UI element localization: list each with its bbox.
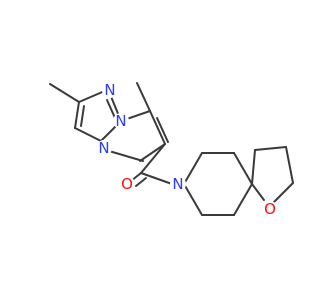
atom-n-pyrimidine: N xyxy=(96,139,112,157)
atom-n-amide: N xyxy=(170,175,186,193)
piperidine-ring xyxy=(183,152,253,216)
bond xyxy=(156,117,169,143)
tetrahydrofuran-ring xyxy=(251,146,294,206)
bond xyxy=(270,182,294,206)
bond xyxy=(285,146,294,184)
atom-label-n: N xyxy=(104,81,115,99)
atom-label-o: O xyxy=(121,175,133,193)
atom-label-n: N xyxy=(98,139,109,157)
bond xyxy=(149,110,166,145)
amide-bond xyxy=(140,172,173,185)
bond xyxy=(254,146,287,151)
bond xyxy=(108,150,144,162)
atom-n-bridge: N xyxy=(113,112,129,130)
bond xyxy=(74,127,102,142)
bond xyxy=(139,143,166,162)
atom-label-n: N xyxy=(172,175,183,193)
atom-label-n: N xyxy=(115,112,126,130)
atom-o-ring: O xyxy=(262,200,278,218)
bond xyxy=(106,99,116,119)
atom-n-pyrazole: N xyxy=(102,81,118,99)
atom-label-o: O xyxy=(264,200,276,218)
methyl-bond xyxy=(49,83,80,103)
bond xyxy=(183,183,203,216)
chemical-structure: N N N O N O xyxy=(49,81,294,218)
bond xyxy=(251,183,265,201)
bond xyxy=(74,101,80,129)
carbonyl-bond xyxy=(135,177,147,187)
bond xyxy=(233,183,253,216)
bond xyxy=(251,149,256,185)
bond xyxy=(233,152,253,185)
atom-o-carbonyl: O xyxy=(119,175,135,193)
bond xyxy=(140,143,166,174)
methyl-bond xyxy=(136,82,151,112)
bond xyxy=(183,152,203,185)
bond xyxy=(80,105,85,127)
